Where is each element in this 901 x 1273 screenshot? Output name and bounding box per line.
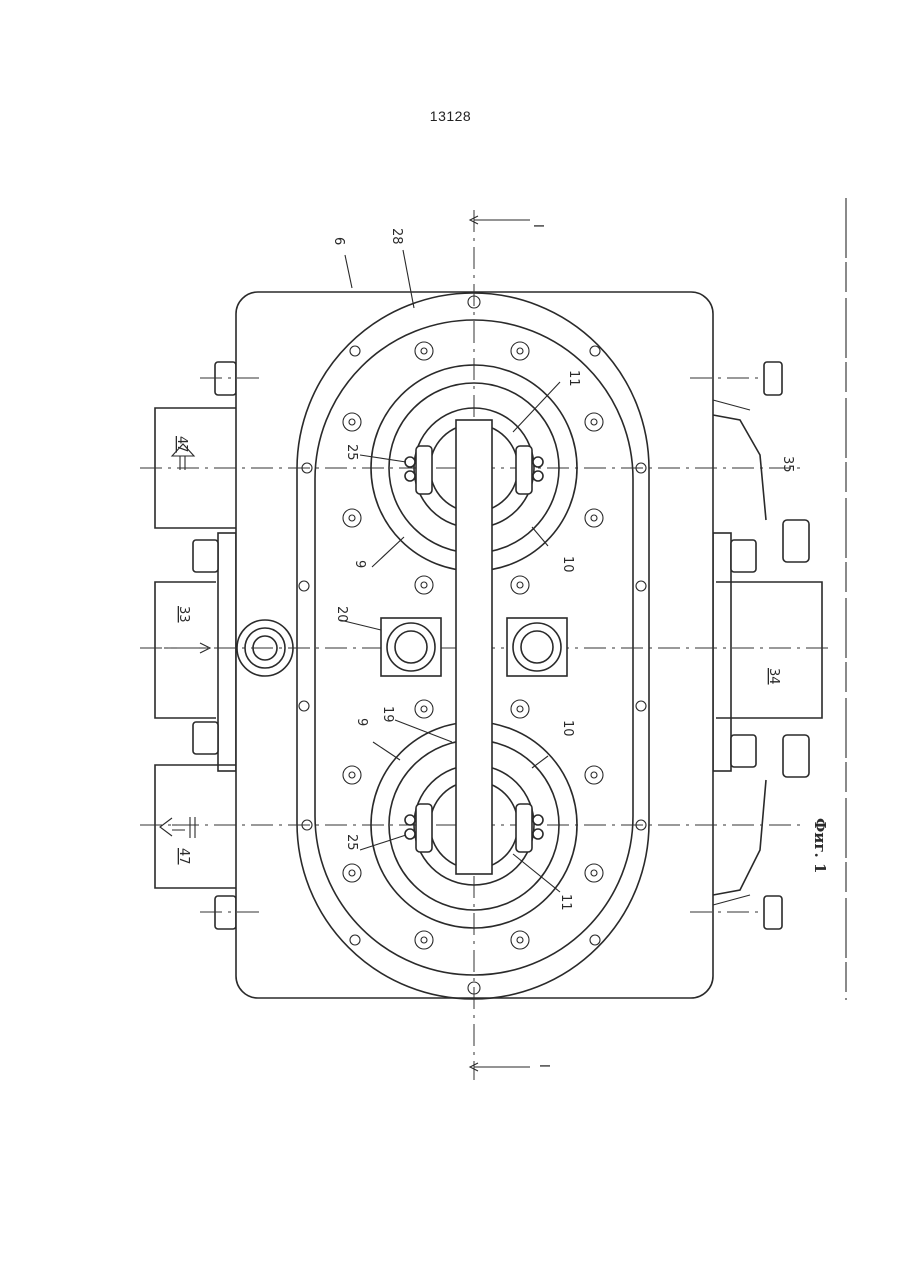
right-pipes — [713, 400, 822, 905]
central-bar — [456, 420, 492, 874]
label-ring-upper: 9 — [352, 560, 367, 568]
label-bolt-lower: 25 — [344, 834, 359, 851]
label-nut-block: 20 — [334, 606, 349, 623]
right-studs — [731, 362, 809, 929]
label-bar: 19 — [380, 706, 395, 723]
label-plate-upper: 10 — [560, 556, 575, 573]
section-mark-top: I — [530, 224, 545, 228]
flow-arrow-lower — [160, 817, 195, 838]
label-outlet-pipe: 34 — [766, 668, 781, 685]
left-flange — [218, 533, 236, 771]
label-flow-lower: 47 — [176, 848, 191, 865]
label-housing: 6 — [331, 237, 346, 245]
label-gasket-lower: 11 — [558, 894, 573, 911]
label-flow-upper: 47 — [174, 436, 189, 453]
right-flange — [713, 533, 731, 771]
label-cover: 28 — [389, 228, 404, 245]
label-ring-lower: 9 — [354, 718, 369, 726]
label-support: 35 — [780, 456, 795, 473]
label-bolt-upper: 25 — [344, 444, 359, 461]
left-studs — [193, 362, 236, 929]
section-mark-bottom: I — [536, 1064, 551, 1068]
label-plate-lower: 10 — [560, 720, 575, 737]
figure-caption: Фиг. 1 — [811, 818, 829, 873]
label-gasket-upper: 11 — [566, 370, 581, 387]
label-inlet-pipe: 33 — [176, 606, 191, 623]
